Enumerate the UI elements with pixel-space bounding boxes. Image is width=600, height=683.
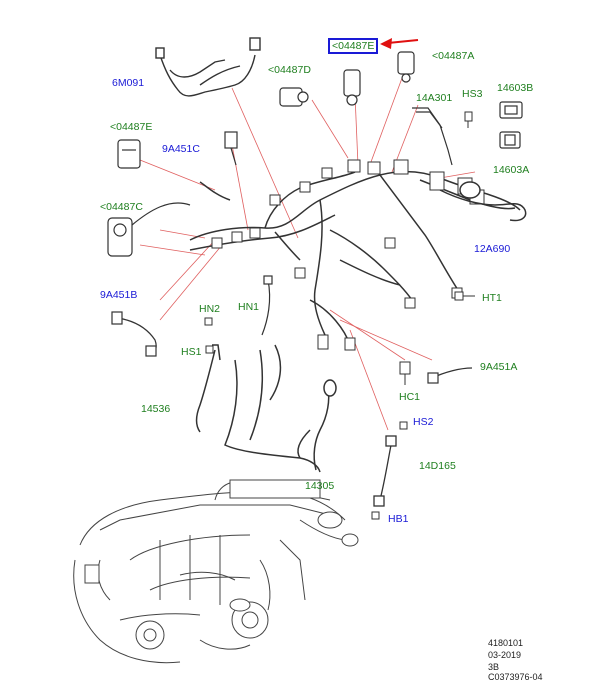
callout-14305: 14305: [305, 480, 335, 492]
part-9A451B: [111, 311, 157, 357]
callout-6M091: 6M091: [112, 77, 145, 89]
callout-14A301: 14A301: [416, 92, 453, 104]
callout-9A451A: 9A451A: [480, 361, 518, 373]
callout-12A690: 12A690: [474, 243, 511, 255]
part-9A451A: [427, 367, 473, 384]
callout-HT1: HT1: [482, 292, 502, 304]
callout-HC1: HC1: [399, 391, 421, 403]
callout-HN1: HN1: [238, 301, 260, 313]
part-14536: [195, 344, 321, 473]
part-HT1: [454, 291, 475, 301]
callout-HS3: HS3: [462, 88, 483, 100]
part-HC1: [399, 361, 411, 385]
part-04487C: [107, 202, 191, 257]
part-HB1: [371, 511, 380, 520]
callout-14603B: 14603B: [497, 82, 534, 94]
callout-9A451C: 9A451C: [162, 143, 200, 155]
leader-lines: [139, 69, 476, 431]
callout-14536: 14536: [141, 403, 171, 415]
part-04487E-left: [117, 139, 141, 169]
part-04487A: [397, 51, 415, 83]
footer-date: 03-2019: [488, 650, 522, 660]
part-6M091: [155, 37, 261, 97]
part-HS1: [205, 345, 214, 354]
callout-9A451B: 9A451B: [100, 289, 138, 301]
footer-image-code: C0373976-04: [488, 672, 543, 682]
part-14603A: [499, 131, 521, 149]
part-12A690: [439, 181, 527, 222]
footer-ref-number: 4180101: [488, 638, 524, 648]
callout-HS1: HS1: [181, 346, 202, 358]
part-HN2: [204, 317, 213, 326]
footer-revision: 3B: [488, 662, 500, 672]
part-14603B: [499, 101, 523, 119]
engine-assembly: [73, 479, 359, 664]
callout-HN2: HN2: [199, 303, 221, 315]
part-14A301: [412, 107, 453, 166]
part-14D165: [373, 435, 397, 507]
harness-connectors: [211, 159, 485, 351]
main-engine-harness: [189, 170, 521, 346]
pointer-arrow: [380, 38, 419, 49]
callout-HB1: HB1: [388, 513, 409, 525]
part-04487E-top: [343, 69, 361, 106]
part-HS2: [399, 421, 408, 430]
callout-14603A: 14603A: [493, 164, 530, 176]
callout-04487A: <04487A: [432, 50, 475, 62]
part-14305: [297, 379, 337, 471]
callout-04487C: <04487C: [100, 201, 143, 213]
part-HN1: [261, 275, 273, 336]
part-9A451C: [224, 131, 238, 166]
callout-04487E-highlighted: <04487E: [328, 38, 379, 54]
callout-HS2: HS2: [413, 416, 434, 428]
callout-04487D: <04487D: [268, 64, 311, 76]
part-HS3: [464, 111, 473, 128]
part-04487D: [279, 87, 309, 107]
callout-14D165: 14D165: [419, 460, 456, 472]
callout-04487E-left: <04487E: [110, 121, 153, 133]
